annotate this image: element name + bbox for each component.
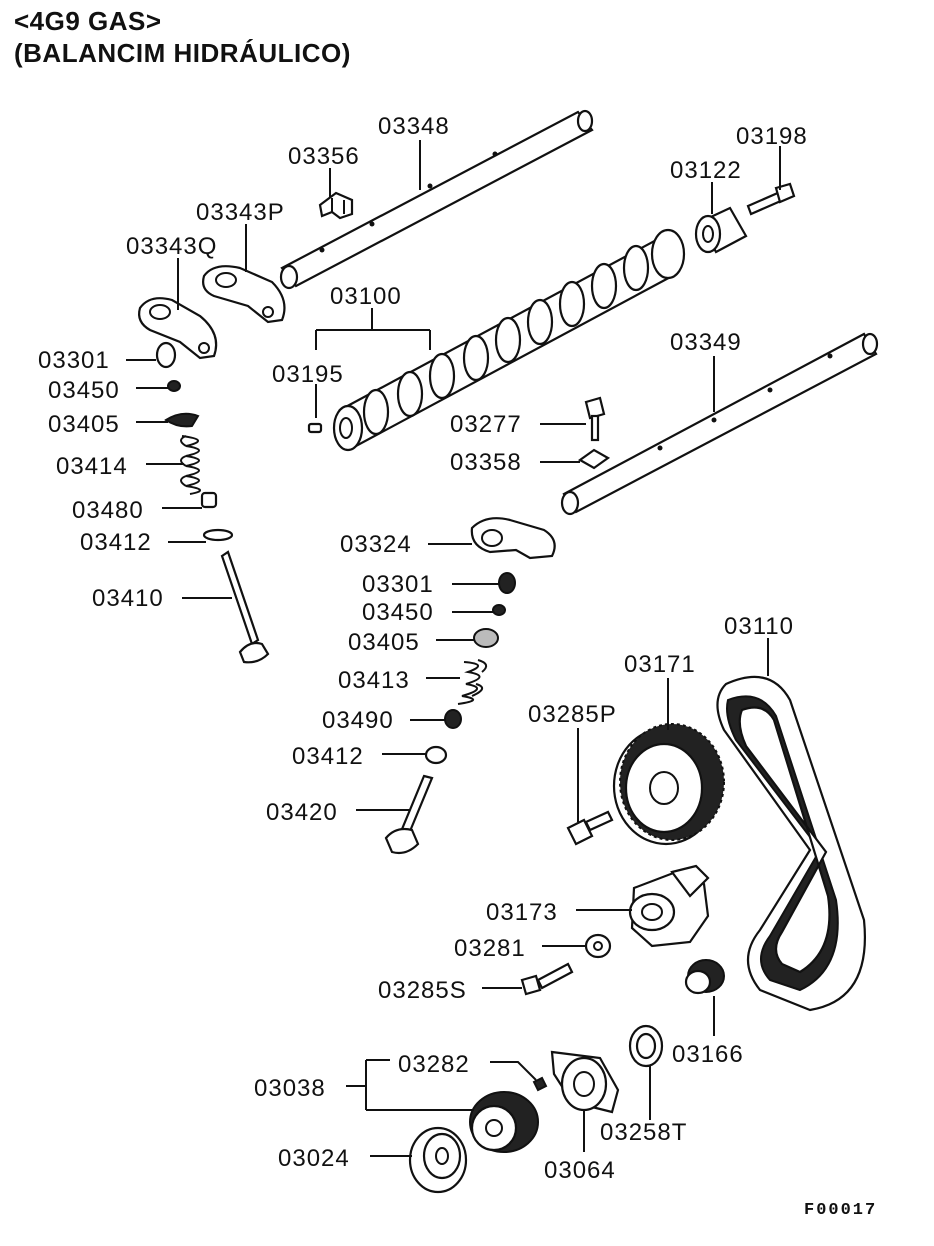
retainer-03405-left[interactable] xyxy=(164,412,200,428)
label-03410: 03410 xyxy=(92,585,164,612)
label-03480: 03480 xyxy=(72,497,144,524)
camshaft-hub-03122[interactable] xyxy=(694,206,748,254)
label-03038: 03038 xyxy=(254,1075,326,1102)
label-03024: 03024 xyxy=(278,1145,350,1172)
label-03349: 03349 xyxy=(670,329,742,356)
label-03450-left: 03450 xyxy=(48,377,120,404)
idler-pulley-03166[interactable] xyxy=(684,959,725,995)
rocker-arm-03343Q[interactable] xyxy=(138,297,218,360)
washer-03358[interactable] xyxy=(577,448,611,470)
label-03450-right: 03450 xyxy=(362,599,434,626)
collet-03450-right[interactable] xyxy=(492,604,506,616)
label-03285P: 03285P xyxy=(528,701,617,728)
label-03282: 03282 xyxy=(398,1051,470,1078)
diagram-title-line-1: <4G9 GAS> xyxy=(14,6,162,36)
lash-adjuster-03301-left[interactable] xyxy=(155,341,177,369)
label-03412-left: 03412 xyxy=(80,529,152,556)
label-03285S: 03285S xyxy=(378,977,467,1004)
rocker-arm-03343P[interactable] xyxy=(202,265,286,324)
label-03301-left: 03301 xyxy=(38,347,110,374)
bolt-03285S[interactable] xyxy=(520,962,574,996)
label-03277: 03277 xyxy=(450,411,522,438)
valve-spring-03414[interactable] xyxy=(180,435,201,495)
label-03324: 03324 xyxy=(340,531,412,558)
rocker-shaft-03349[interactable] xyxy=(560,332,879,516)
label-03064: 03064 xyxy=(544,1157,616,1184)
figure-code: F00017 xyxy=(804,1201,877,1220)
camshaft-sprocket-03171[interactable] xyxy=(612,723,725,846)
valve-spring-03413[interactable] xyxy=(457,659,488,705)
spring-seat-03412-left[interactable] xyxy=(202,528,234,542)
label-03358: 03358 xyxy=(450,449,522,476)
flange-03064[interactable] xyxy=(550,1050,620,1114)
intake-valve-03410[interactable] xyxy=(220,550,270,664)
label-03258T: 03258T xyxy=(600,1119,687,1146)
label-03343Q: 03343Q xyxy=(126,233,217,260)
label-03413: 03413 xyxy=(338,667,410,694)
label-03348: 03348 xyxy=(378,113,450,140)
stem-seal-03480[interactable] xyxy=(200,491,218,509)
camshaft-03100[interactable] xyxy=(332,228,686,452)
timing-belt-03110[interactable] xyxy=(716,675,866,1012)
exhaust-valve-03420[interactable] xyxy=(384,774,434,855)
label-03110: 03110 xyxy=(724,613,794,640)
clip-03356[interactable] xyxy=(318,191,354,220)
pin-03195[interactable] xyxy=(307,422,323,434)
label-03356: 03356 xyxy=(288,143,360,170)
rocker-arm-03324[interactable] xyxy=(470,517,556,560)
label-03166: 03166 xyxy=(672,1041,744,1068)
bolt-03285P[interactable] xyxy=(566,810,614,846)
bolt-03277[interactable] xyxy=(584,396,606,442)
label-03412-right: 03412 xyxy=(292,743,364,770)
label-03100: 03100 xyxy=(330,283,402,310)
label-03122: 03122 xyxy=(670,157,742,184)
label-03414: 03414 xyxy=(56,453,128,480)
crankshaft-sprocket-03038[interactable] xyxy=(469,1091,539,1153)
stem-seal-03490[interactable] xyxy=(444,709,462,729)
rocker-shaft-03348[interactable] xyxy=(279,109,594,290)
label-03195: 03195 xyxy=(272,361,344,388)
diagram-title-line-2: (BALANCIM HIDRÁULICO) xyxy=(14,38,351,68)
collet-03450-left[interactable] xyxy=(167,380,181,392)
bolt-03198[interactable] xyxy=(746,182,796,216)
spring-seat-03412-right[interactable] xyxy=(424,745,448,765)
retainer-03405-right[interactable] xyxy=(473,628,499,648)
label-03420: 03420 xyxy=(266,799,338,826)
label-03198: 03198 xyxy=(736,123,808,150)
label-03405-right: 03405 xyxy=(348,629,420,656)
woodruff-key-03282[interactable] xyxy=(532,1076,548,1092)
label-03171: 03171 xyxy=(624,651,696,678)
washer-03281[interactable] xyxy=(584,933,612,959)
label-03343P: 03343P xyxy=(196,199,285,226)
label-03490: 03490 xyxy=(322,707,394,734)
tensioner-03173[interactable] xyxy=(628,864,710,948)
crank-plate-03024[interactable] xyxy=(408,1126,468,1194)
label-03281: 03281 xyxy=(454,935,526,962)
leader-lines xyxy=(126,140,781,1157)
washer-03258T[interactable] xyxy=(628,1024,664,1068)
lash-adjuster-03301-right[interactable] xyxy=(498,572,516,594)
label-03405-left: 03405 xyxy=(48,411,120,438)
label-03173: 03173 xyxy=(486,899,558,926)
label-03301-right: 03301 xyxy=(362,571,434,598)
part-number-labels: 03348 03356 03198 03122 03343P 03343Q 03… xyxy=(38,113,877,1220)
